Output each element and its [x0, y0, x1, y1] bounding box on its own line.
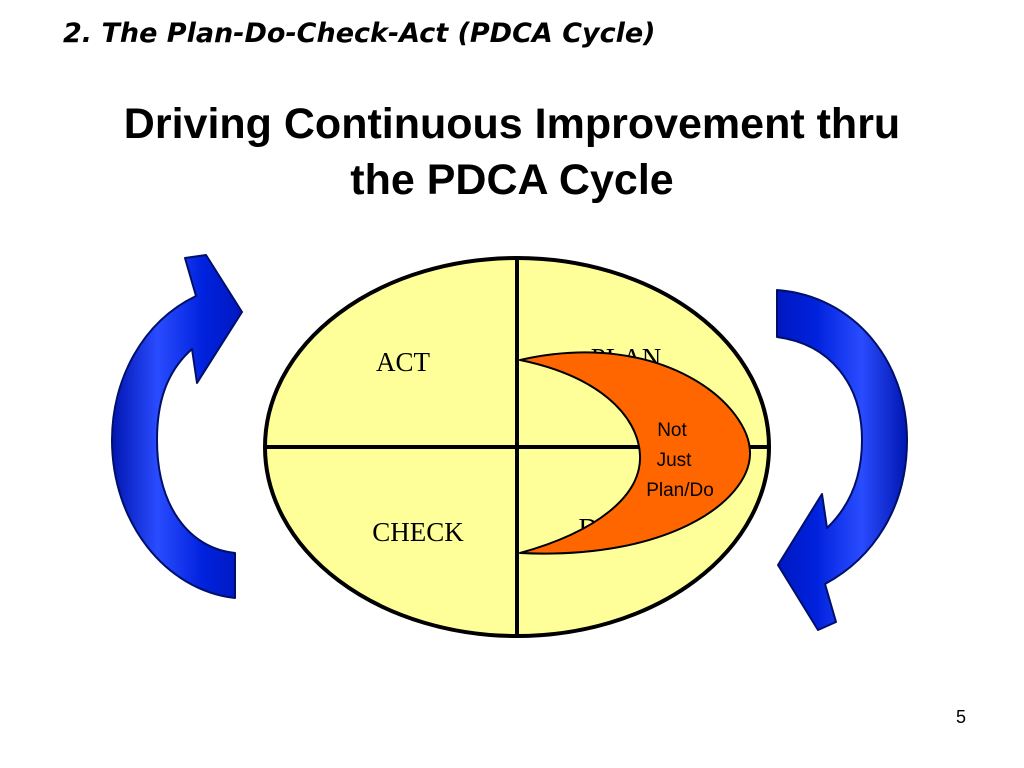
- quadrant-label-act: ACT: [376, 347, 431, 377]
- cycle-arrow-right-icon: [776, 289, 908, 631]
- cycle-arrow-left-icon: [111, 254, 243, 599]
- not-just-plan-do-callout: [519, 351, 752, 555]
- slide-heading: 2. The Plan-Do-Check-Act (PDCA Cycle): [63, 18, 656, 49]
- quadrant-label-check: CHECK: [372, 517, 464, 547]
- callout-text-line-2: Just: [657, 450, 693, 471]
- slide-title: Driving Continuous Improvement thru the …: [0, 96, 1024, 208]
- page-number: 5: [955, 707, 966, 727]
- slide-title-line-1: Driving Continuous Improvement thru: [123, 100, 901, 148]
- callout-text-line-1: Not: [657, 420, 687, 441]
- callout-text-line-3: Plan/Do: [646, 480, 714, 501]
- slide-title-line-2: the PDCA Cycle: [350, 156, 674, 204]
